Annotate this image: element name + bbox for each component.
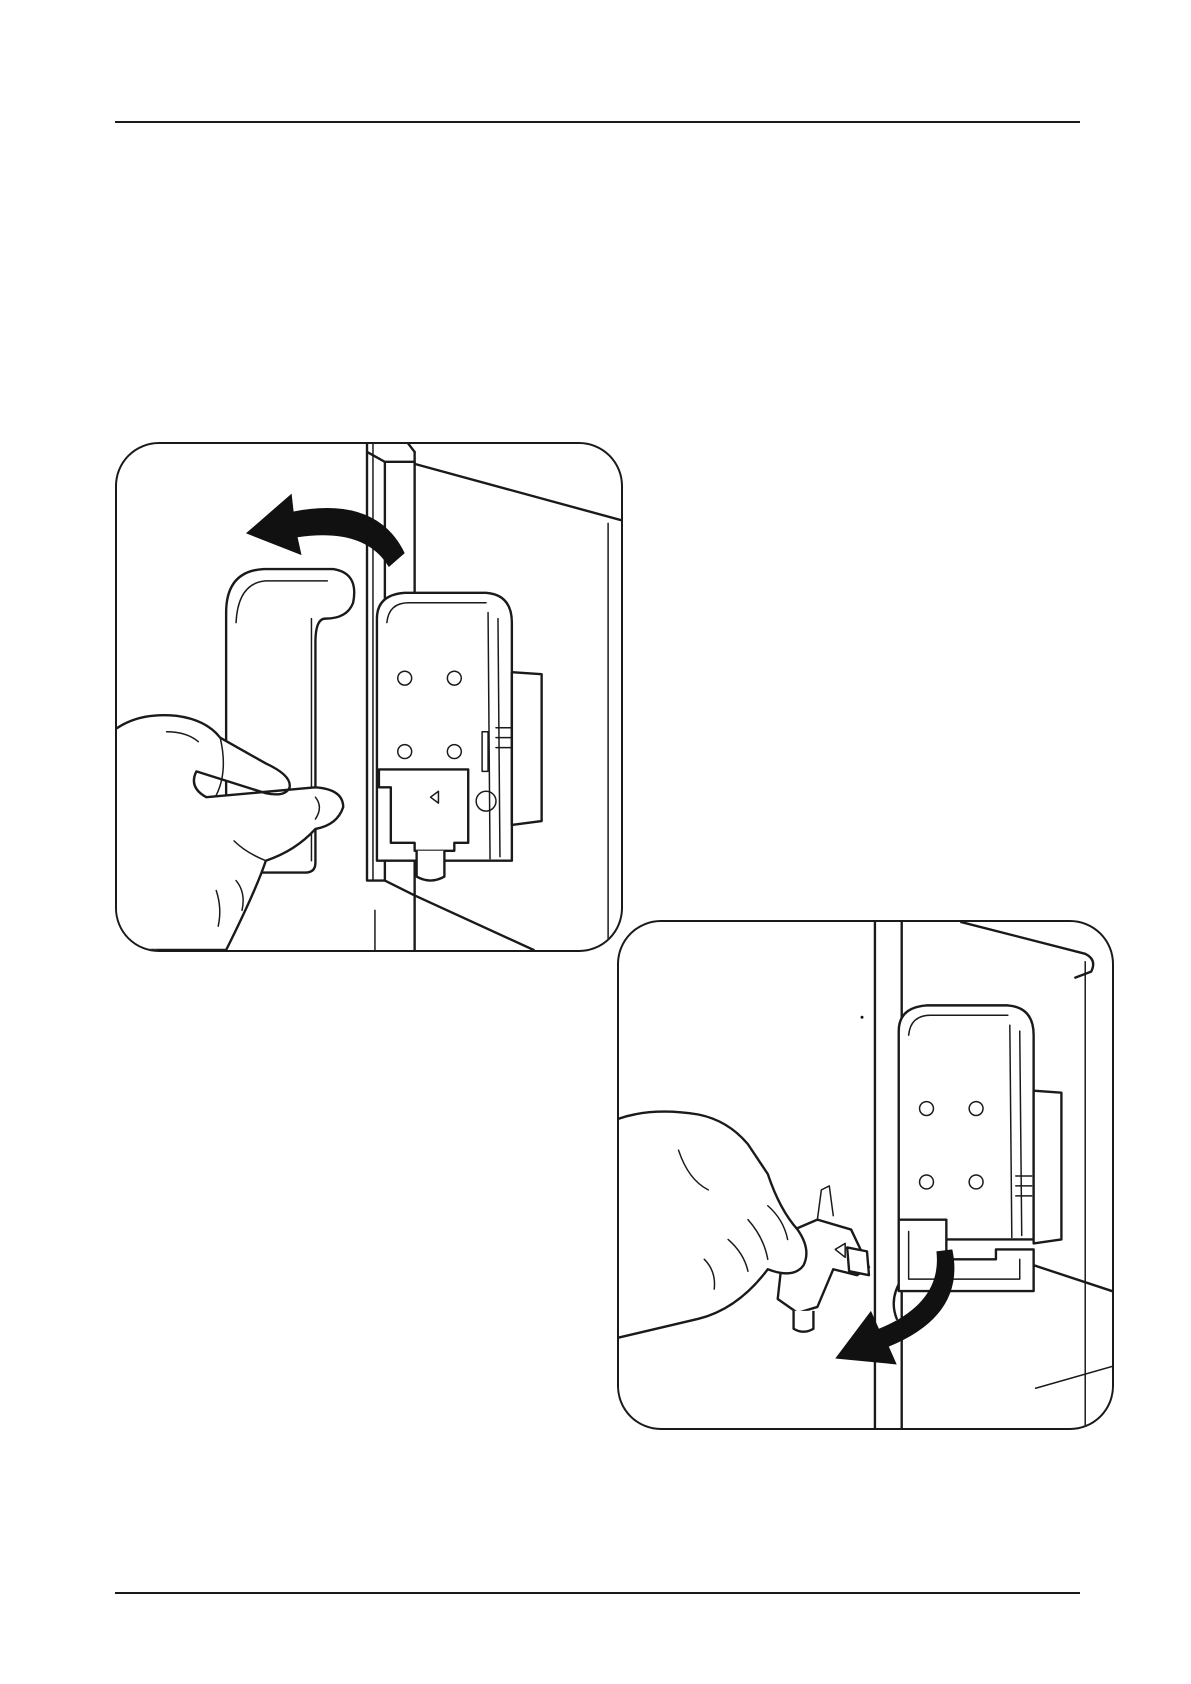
lock-unit (899, 1005, 1062, 1291)
header-rule (115, 121, 1080, 123)
footer-rule (115, 1592, 1080, 1594)
figure-step-1 (115, 442, 623, 952)
curved-arrow-left-icon (246, 494, 405, 567)
figure-step-2 (617, 920, 1114, 1430)
hand-left (619, 1112, 806, 1339)
